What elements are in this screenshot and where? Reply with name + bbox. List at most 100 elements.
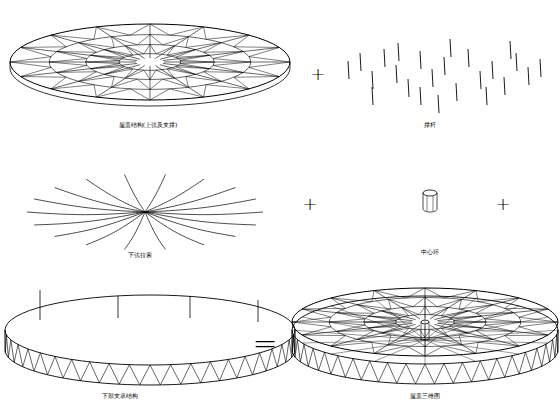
member: [497, 359, 505, 378]
member: [104, 69, 132, 74]
cable: [145, 212, 165, 249]
member: [480, 361, 488, 380]
member: [425, 288, 444, 298]
member: [425, 346, 444, 356]
member: [337, 313, 365, 319]
member: [282, 345, 286, 363]
member: [286, 340, 289, 362]
figure-caption: 下部支承结构: [102, 393, 138, 399]
member: [204, 71, 244, 73]
member: [125, 46, 144, 54]
member: [295, 340, 297, 358]
member: [480, 71, 481, 89]
member: [204, 43, 222, 53]
member: [462, 363, 471, 382]
member: [425, 296, 426, 340]
member: [388, 335, 391, 345]
member: [249, 57, 290, 62]
member: [150, 24, 151, 58]
member: [156, 70, 175, 78]
member: [111, 79, 137, 87]
cable: [125, 212, 145, 249]
member: [370, 361, 379, 382]
member: [438, 95, 439, 113]
member: [421, 322, 422, 340]
member: [557, 330, 558, 352]
member: [94, 27, 96, 39]
member: [191, 364, 201, 383]
member: [425, 340, 476, 361]
member: [368, 323, 396, 328]
member: [454, 321, 486, 322]
member: [23, 349, 28, 367]
member: [361, 361, 369, 380]
ring: [421, 320, 429, 324]
member: [63, 359, 72, 378]
member: [28, 349, 34, 371]
member: [319, 352, 325, 370]
member: [163, 37, 189, 45]
figure-caption: 撑杆: [424, 122, 436, 128]
member: [372, 291, 374, 302]
member: [420, 87, 421, 105]
member: [258, 300, 259, 322]
member: [119, 365, 129, 385]
member: [51, 77, 66, 89]
plus-sign: +: [495, 195, 510, 213]
cable: [145, 212, 235, 236]
member: [49, 62, 87, 65]
member: [449, 326, 468, 333]
member: [213, 65, 243, 72]
member: [8, 340, 11, 358]
member: [167, 50, 195, 55]
member: [109, 364, 119, 385]
member: [398, 43, 399, 61]
member: [338, 356, 345, 378]
member: [420, 51, 421, 69]
member: [441, 328, 468, 333]
member: [129, 365, 139, 385]
member: [425, 330, 558, 340]
member: [425, 306, 431, 314]
ring-bottom: [423, 209, 437, 212]
member: [156, 46, 175, 54]
member: [302, 335, 345, 337]
member: [160, 65, 249, 89]
member: [81, 362, 90, 381]
member: [516, 53, 517, 71]
member: [429, 322, 430, 340]
plus-sign: +: [302, 195, 317, 213]
cable: [86, 179, 145, 212]
member: [425, 306, 519, 340]
member: [374, 291, 420, 319]
member: [171, 365, 181, 385]
member: [434, 324, 519, 346]
member: [210, 362, 219, 381]
member: [186, 77, 221, 82]
member: [419, 329, 425, 337]
member: [57, 65, 87, 72]
member: [374, 291, 406, 298]
member: [425, 317, 548, 340]
member: [337, 312, 375, 314]
member: [485, 313, 513, 319]
member: [228, 359, 237, 378]
member: [372, 71, 373, 89]
member: [10, 62, 11, 68]
member: [526, 352, 532, 370]
member: [531, 348, 536, 370]
member: [468, 49, 469, 67]
cable: [145, 212, 256, 225]
member: [150, 45, 156, 54]
cable: [145, 179, 204, 212]
member: [329, 322, 365, 325]
member: [40, 353, 47, 375]
member: [542, 344, 546, 366]
member: [431, 308, 449, 315]
ring-side: [437, 193, 438, 209]
member: [331, 356, 338, 374]
cable: [125, 175, 145, 212]
member: [206, 85, 249, 89]
member: [432, 69, 433, 87]
member: [10, 62, 51, 67]
